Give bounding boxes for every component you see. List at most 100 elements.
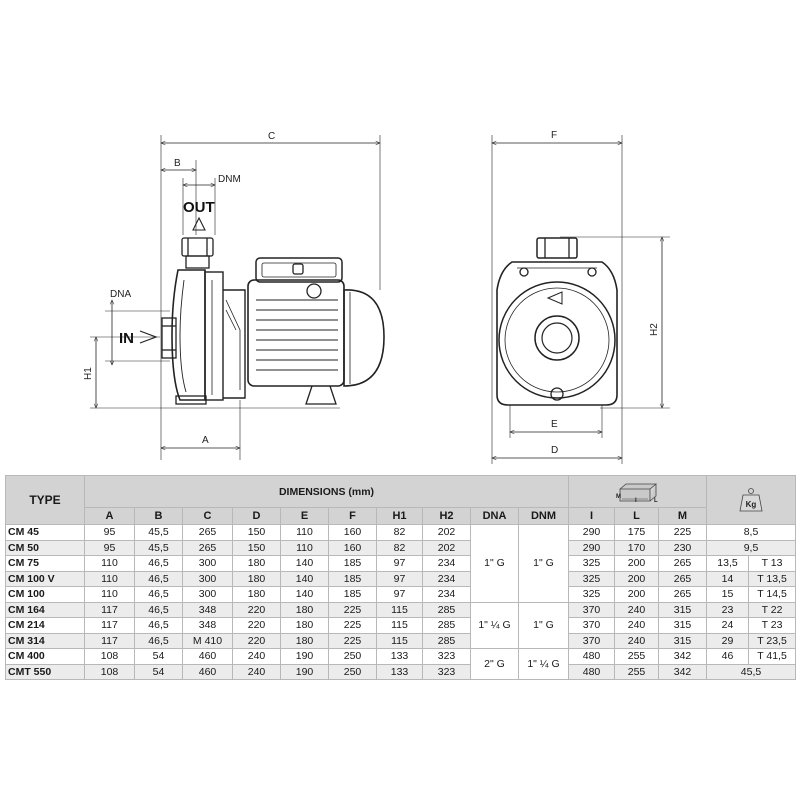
col-header: DNM	[518, 507, 569, 525]
table-cell: 225	[328, 617, 377, 634]
table-cell: 265	[657, 555, 708, 572]
table-cell: 133	[376, 648, 423, 665]
table-cell: 250	[328, 648, 377, 665]
weight-cell: 29	[706, 632, 750, 649]
table-cell: 185	[328, 555, 377, 572]
table-cell: 97	[376, 555, 423, 572]
weight-cell: 23	[706, 601, 750, 618]
table-cell: 255	[614, 648, 659, 665]
table-cell: 342	[657, 648, 708, 665]
table-cell: 250	[328, 663, 377, 680]
type-cell: CM 50	[5, 539, 85, 556]
table-cell: 45,5	[134, 539, 183, 556]
dim-h2-label: H2	[649, 323, 660, 336]
table-cell: 234	[422, 586, 471, 603]
weight-header: Kg	[706, 475, 797, 525]
dimensions-header: DIMENSIONS (mm)	[84, 475, 569, 508]
table-cell: 315	[657, 601, 708, 618]
dnm-cell: 1" G	[518, 524, 569, 603]
type-cell: CM 164	[5, 601, 85, 618]
type-cell: CMT 550	[5, 663, 85, 680]
table-cell: M 410	[182, 632, 233, 649]
table-cell: 46,5	[134, 632, 183, 649]
dna-cell: 1" ¼ G	[470, 601, 519, 649]
table-cell: 46,5	[134, 555, 183, 572]
table-cell: 117	[84, 601, 135, 618]
dna-cell: 2" G	[470, 648, 519, 680]
type-cell: CM 75	[5, 555, 85, 572]
table-cell: 115	[376, 632, 423, 649]
table-cell: 175	[614, 524, 659, 541]
table-cell: 108	[84, 648, 135, 665]
weight-t-cell: T 23,5	[748, 632, 797, 649]
table-cell: 180	[232, 555, 281, 572]
table-cell: 117	[84, 617, 135, 634]
table-cell: 97	[376, 570, 423, 587]
table-cell: 46,5	[134, 617, 183, 634]
in-label: IN	[119, 330, 134, 347]
table-cell: 285	[422, 601, 471, 618]
table-header-row: TYPE DIMENSIONS (mm) M I L Kg	[5, 475, 797, 525]
table-cell: 185	[328, 586, 377, 603]
table-cell: 315	[657, 632, 708, 649]
table-cell: 180	[280, 617, 329, 634]
table-cell: 370	[568, 601, 615, 618]
col-header: H1	[376, 507, 423, 525]
table-cell: 230	[657, 539, 708, 556]
table-cell: 234	[422, 555, 471, 572]
table-cell: 202	[422, 524, 471, 541]
weight-cell: 15	[706, 586, 750, 603]
dim-dna-label: DNA	[110, 289, 131, 300]
col-header: H2	[422, 507, 471, 525]
table-cell: 240	[614, 617, 659, 634]
dim-b-label: B	[174, 158, 181, 169]
table-cell: 265	[182, 539, 233, 556]
table-cell: 202	[422, 539, 471, 556]
table-cell: 225	[328, 632, 377, 649]
front-view	[492, 135, 670, 464]
table-cell: 240	[614, 632, 659, 649]
weight-t-cell: T 13	[748, 555, 797, 572]
table-cell: 480	[568, 663, 615, 680]
type-cell: CM 45	[5, 524, 85, 541]
table-cell: 190	[280, 663, 329, 680]
table-cell: 97	[376, 586, 423, 603]
table-cell: 150	[232, 539, 281, 556]
dim-a-label: A	[202, 435, 209, 446]
table-cell: 170	[614, 539, 659, 556]
table-cell: 370	[568, 617, 615, 634]
table-cell: 45,5	[134, 524, 183, 541]
col-header: F	[328, 507, 377, 525]
col-header: L	[614, 507, 659, 525]
table-cell: 290	[568, 539, 615, 556]
table-cell: 342	[657, 663, 708, 680]
dimensions-table: TYPE DIMENSIONS (mm) M I L Kg	[5, 475, 797, 680]
table-cell: 200	[614, 555, 659, 572]
table-cell: 220	[232, 617, 281, 634]
type-cell: CM 100	[5, 586, 85, 603]
table-cell: 110	[280, 524, 329, 541]
table-cell: 180	[280, 601, 329, 618]
table-cell: 185	[328, 570, 377, 587]
table-cell: 265	[182, 524, 233, 541]
dnm-cell: 1" G	[518, 601, 569, 649]
table-cell: 46,5	[134, 586, 183, 603]
table-cell: 110	[280, 539, 329, 556]
table-cell: 460	[182, 663, 233, 680]
table-cell: 140	[280, 570, 329, 587]
table-cell: 115	[376, 617, 423, 634]
table-cell: 160	[328, 524, 377, 541]
dnm-cell: 1" ¼ G	[518, 648, 569, 680]
table-cell: 265	[657, 570, 708, 587]
table-cell: 300	[182, 555, 233, 572]
table-cell: 370	[568, 632, 615, 649]
